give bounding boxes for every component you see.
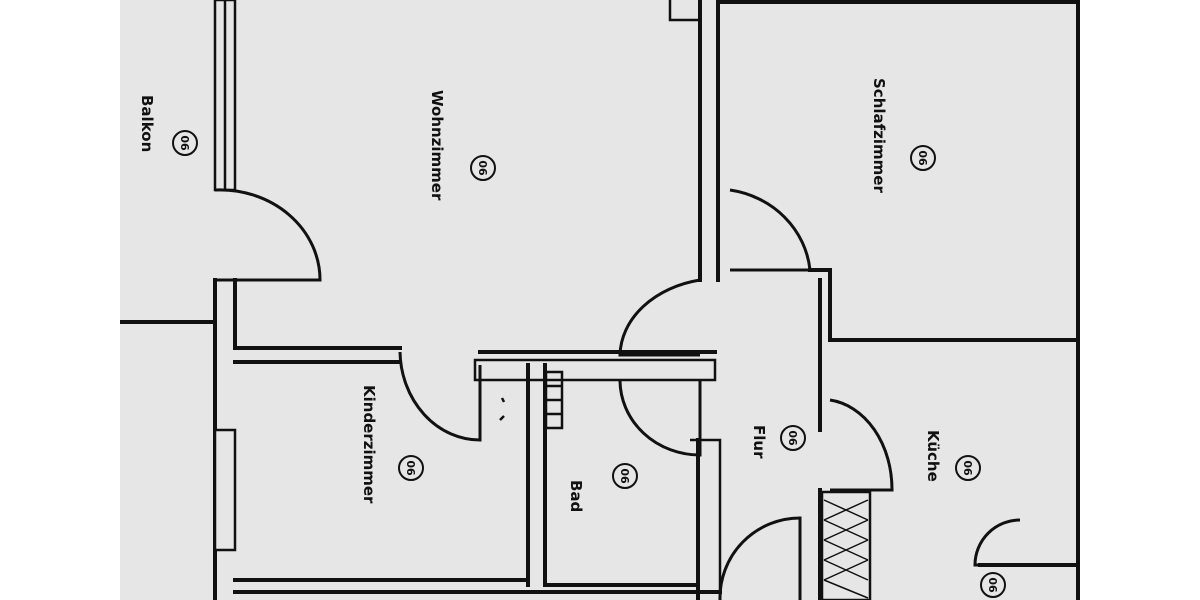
floor-plan-sheet: Balkon Wohnzimmer Schlafzimmer Kinderzim…	[120, 0, 1080, 600]
door-balkon	[214, 188, 322, 282]
flur-marker	[499, 397, 506, 421]
bathroom-fixture-radiator	[544, 370, 564, 430]
room-code-kinderzimmer: 06	[398, 455, 424, 481]
room-label-flur: Flur	[750, 425, 768, 459]
door-bad	[618, 379, 702, 457]
wall-living-right-top	[668, 0, 700, 22]
door-schlafzimmer	[729, 188, 812, 272]
wall-bad-right-top	[690, 438, 722, 600]
door-kueche	[829, 398, 894, 492]
room-label-balkon: Balkon	[138, 95, 156, 153]
room-label-kinderzimmer: Kinderzimmer	[360, 385, 378, 504]
room-code-extra: 06	[980, 572, 1006, 598]
room-label-bad: Bad	[567, 480, 585, 513]
door-flur-upper	[618, 278, 701, 357]
kitchen-hatch	[820, 490, 872, 600]
floor-plan-drawing	[120, 0, 1080, 600]
wall-flur-stub	[473, 358, 717, 382]
room-label-kueche: Küche	[924, 430, 942, 482]
window-kinderzimmer	[213, 428, 237, 552]
room-code-wohnzimmer: 06	[470, 155, 496, 181]
room-code-kueche: 06	[955, 455, 981, 481]
door-kueche-lower	[973, 518, 1021, 567]
door-kinderzimmer	[398, 351, 482, 442]
room-code-balkon: 06	[172, 130, 198, 156]
room-code-flur: 06	[780, 425, 806, 451]
room-label-schlafzimmer: Schlafzimmer	[870, 78, 888, 193]
room-label-wohnzimmer: Wohnzimmer	[428, 90, 446, 201]
room-code-bad: 06	[612, 463, 638, 489]
door-flur-lower	[718, 516, 802, 600]
room-code-schlafzimmer: 06	[910, 145, 936, 171]
wall-schlafzimmer-left-low	[808, 268, 832, 342]
